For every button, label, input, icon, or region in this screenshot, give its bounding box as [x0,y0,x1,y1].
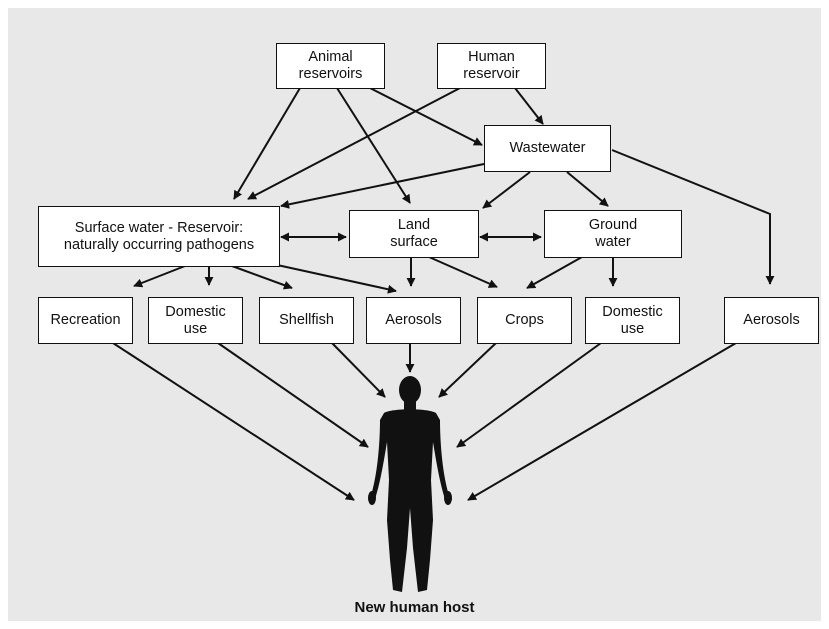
node-ground-water: Ground water [544,210,682,258]
node-human-reservoir: Human reservoir [437,43,546,89]
node-aerosols-2: Aerosols [724,297,819,344]
node-animal-reservoirs: Animal reservoirs [276,43,385,89]
node-aerosols-1: Aerosols [366,297,461,344]
node-domestic-use-1: Domestic use [148,297,243,344]
arrow-animal-to-land [336,87,411,204]
arrow-wastewater-to-surface [280,163,485,209]
arrow-domestic1-to-host [217,342,369,448]
node-wastewater: Wastewater [484,125,611,172]
arrow-wastewater-to-ground [566,171,609,207]
arrow-ground-to-crops [526,256,583,289]
node-domestic-use-2: Domestic use [585,297,680,344]
arrow-domestic2-to-host [456,342,602,448]
arrow-animal-to-wastewater [369,87,483,146]
arrow-human-to-surface [247,87,461,200]
host-caption: New human host [354,599,475,616]
arrow-aerosols2-to-host [467,342,737,501]
node-crops: Crops [477,297,572,344]
node-surface-water: Surface water - Reservoir: naturally occ… [38,206,280,267]
arrow-land-to-crops [428,256,498,288]
node-recreation: Recreation [38,297,133,344]
arrow-wastewater-to-aerosols [611,149,775,285]
arrow-animal-to-surface [233,87,301,200]
arrow-human-to-wastewater [514,87,544,125]
arrow-crops-to-host [438,342,497,398]
arrow-recreation-to-host [112,342,355,501]
arrow-surface-to-aerosols [267,262,397,294]
node-land-surface: Land surface [349,210,479,258]
arrow-surface-to-shellfish [231,265,293,290]
arrow-shellfish-to-host [331,342,386,398]
arrow-wastewater-to-land [482,171,531,209]
node-shellfish: Shellfish [259,297,354,344]
arrow-surface-to-recreation [133,265,186,288]
